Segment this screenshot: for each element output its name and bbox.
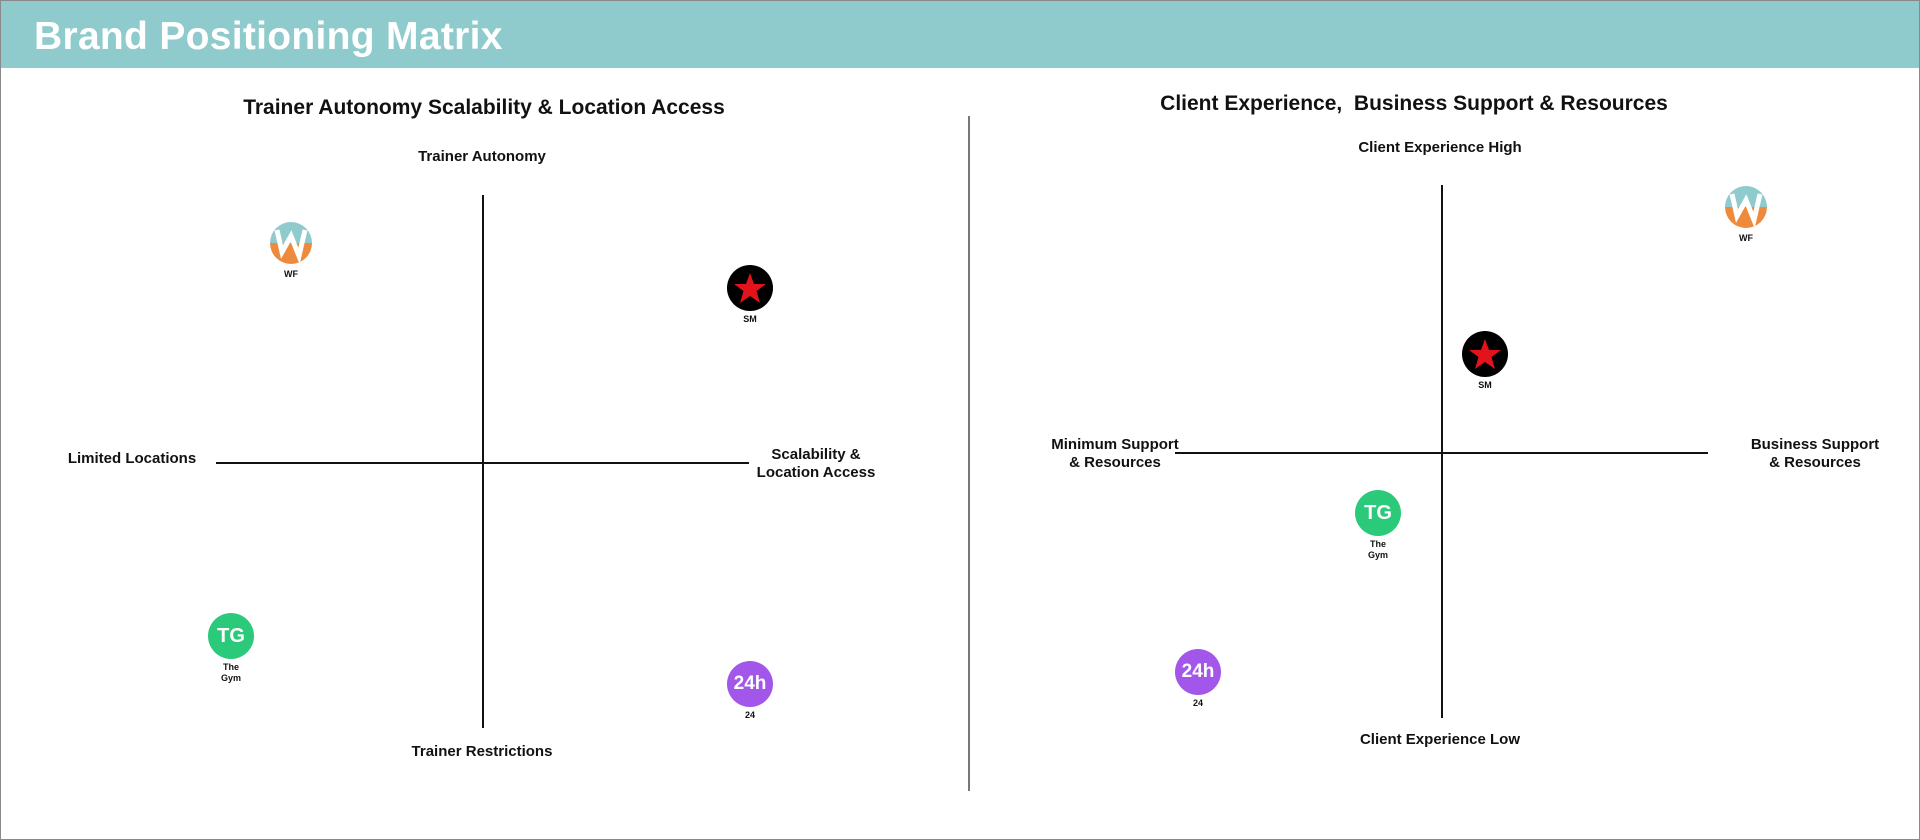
brand-label-tg: The Gym (220, 662, 241, 683)
left-axis-left-label: Limited Locations (67, 450, 197, 467)
wf-logo-icon (268, 220, 314, 266)
star-icon (1468, 337, 1502, 371)
brand-marker-sm-right: SM (1445, 331, 1525, 391)
brand-marker-24h-right: 24h 24 (1158, 649, 1238, 709)
tg-badge: TG (208, 613, 254, 659)
left-axis-top-label: Trainer Autonomy (418, 148, 546, 165)
left-axis-bottom-label: Trainer Restrictions (411, 743, 553, 760)
tg-badge-text: TG (1364, 501, 1392, 524)
left-vertical-axis (482, 195, 484, 728)
brand-marker-wf: WF (251, 220, 331, 280)
h24-badge: 24h (727, 661, 773, 707)
brand-label-wf: WF (284, 269, 298, 279)
left-matrix-panel: Trainer Autonomy Scalability & Location … (0, 68, 968, 828)
brand-label-sm: SM (743, 314, 757, 324)
right-vertical-axis (1441, 185, 1443, 718)
right-panel-title: Client Experience, Business Support & Re… (1160, 92, 1668, 115)
star-icon (733, 271, 767, 305)
sm-badge (727, 265, 773, 311)
right-matrix-panel: Client Experience, Business Support & Re… (970, 68, 1918, 828)
brand-label-sm-right: SM (1478, 380, 1492, 390)
right-axis-left-label: Minimum Support & Resources (1051, 436, 1179, 471)
left-horizontal-axis (216, 462, 749, 464)
brand-marker-24h: 24h 24 (710, 661, 790, 721)
right-axis-right-label: Business Support & Resources (1750, 436, 1880, 471)
brand-marker-sm: SM (710, 265, 790, 325)
left-panel-title: Trainer Autonomy Scalability & Location … (243, 96, 725, 119)
wf-logo-icon (1723, 184, 1769, 230)
h24-badge-text: 24h (1181, 661, 1215, 682)
brand-label-wf-right: WF (1739, 233, 1753, 243)
wf-badge-right (1723, 184, 1769, 230)
brand-label-tg-right: The Gym (1367, 539, 1388, 560)
brand-marker-tg-right: TG The Gym (1338, 490, 1418, 561)
right-horizontal-axis (1175, 452, 1708, 454)
brand-label-24h-right: 24 (1192, 698, 1203, 708)
wf-badge (268, 220, 314, 266)
header-bar: Brand Positioning Matrix (1, 1, 1919, 68)
right-axis-top-label: Client Experience High (1358, 139, 1522, 156)
right-axis-bottom-label: Client Experience Low (1359, 731, 1521, 748)
brand-label-24h: 24 (744, 710, 755, 720)
panel-divider (968, 116, 970, 791)
tg-badge-right: TG (1355, 490, 1401, 536)
sm-badge-right (1462, 331, 1508, 377)
page-title: Brand Positioning Matrix (34, 15, 503, 58)
left-axis-right-label: Scalability & Location Access (756, 446, 876, 481)
brand-marker-wf-right: WF (1706, 184, 1786, 244)
brand-marker-tg: TG The Gym (191, 613, 271, 684)
h24-badge-right: 24h (1175, 649, 1221, 695)
tg-badge-text: TG (217, 624, 245, 647)
h24-badge-text: 24h (733, 673, 767, 694)
